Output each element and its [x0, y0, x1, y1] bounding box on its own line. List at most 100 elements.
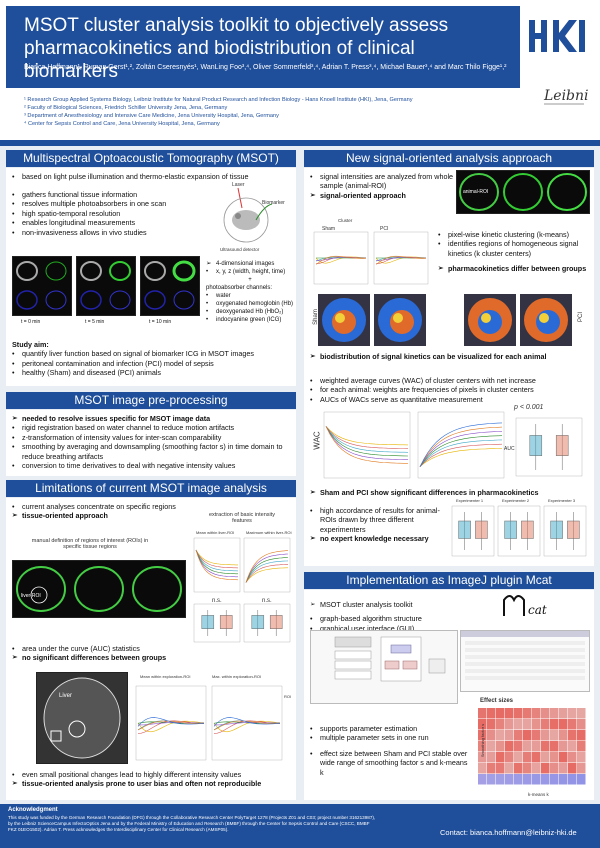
gui-graph-mockup — [310, 630, 458, 704]
affiliation-4: ⁴ Center for Sepsis Control and Care, Je… — [24, 121, 220, 127]
channels-xyz: x, y, z (width, height, time) — [206, 268, 294, 276]
wac-auc-box-0 — [529, 435, 543, 456]
cluster-pci-line-5 — [375, 255, 427, 265]
pre-bullet-5: conversion to time derivatives to deal w… — [12, 461, 292, 471]
heatmap-cell-3-10 — [568, 741, 577, 752]
heatmap-cell-1-1 — [487, 719, 496, 730]
wac-auc-frame — [515, 417, 583, 477]
heatmap-cell-0-0 — [478, 708, 487, 719]
heatmap-cell-5-11 — [577, 763, 586, 774]
limit-bullets-bottom: even small positional changes lead to hi… — [12, 770, 294, 789]
exp1-box-1 — [475, 520, 488, 539]
heatmap-cell-2-1 — [487, 730, 496, 741]
signal-bullets-exp: high accordance of results for animal-RO… — [310, 506, 450, 544]
study-aim-title: Study aim: — [12, 340, 49, 349]
limit-bullet-1: current analyses concentrate on specific… — [12, 502, 182, 512]
heatmap-cell-5-5 — [523, 763, 532, 774]
wac-signal-line-5 — [419, 426, 503, 467]
biomarker-label: Biomarker — [262, 200, 285, 206]
cluster-map-sham-2 — [374, 294, 426, 346]
wac-deriv-line-0 — [325, 426, 409, 446]
wac-signal-line-3 — [419, 435, 503, 467]
heatmap-cell-4-2 — [496, 752, 505, 763]
limit-bullet-5: even small positional changes lead to hi… — [12, 770, 294, 780]
liver-roi-label: liver-ROI — [21, 593, 41, 599]
max-exploration-label: Max. within exploration-ROI — [212, 674, 262, 679]
panel-limitations: current analyses concentrate on specific… — [6, 498, 296, 800]
contact-email[interactable]: Contact: bianca.hoffmann@leibniz-hki.de — [440, 828, 577, 837]
pre-bullet-1: needed to resolve issues specific for MS… — [12, 414, 292, 424]
map-pci-label: PCI — [578, 311, 585, 323]
heatmap-cell-4-3 — [505, 752, 514, 763]
cluster-map-pci-2 — [520, 294, 572, 346]
exp3-frame — [543, 505, 587, 557]
heatmap-cell-6-4 — [514, 774, 523, 785]
heatmap-cell-2-10 — [568, 730, 577, 741]
heatmap-cell-0-9 — [559, 708, 568, 719]
manual-roi-caption: manual definition of regions of interest… — [31, 538, 149, 550]
leibniz-logo: Leibniz — [540, 80, 597, 114]
exp2-box-1 — [521, 520, 534, 539]
hki-logo — [529, 20, 585, 52]
heatmap-cell-5-10 — [568, 763, 577, 774]
heatmap-cell-6-3 — [505, 774, 514, 785]
heatmap-cell-5-9 — [559, 763, 568, 774]
signal-bullet-7: weighted average curves (WAC) of cluster… — [310, 376, 590, 386]
heatmap-cell-3-4 — [514, 741, 523, 752]
wac-deriv-line-4 — [325, 426, 409, 460]
heatmap-cell-6-7 — [541, 774, 550, 785]
affiliation-2: ² Faculty of Biological Sciences, Friedr… — [24, 105, 228, 111]
affiliations: ¹ Research Group Applied Systems Biology… — [24, 96, 504, 128]
liver-exploration-image: Liver — [36, 672, 128, 764]
heatmap-cell-3-0 — [478, 741, 487, 752]
channel-hb: oxygenated hemoglobin (Hb) — [206, 300, 294, 308]
heatmap-cell-5-7 — [541, 763, 550, 774]
liver-max-frame — [243, 537, 291, 593]
heatmap-cell-3-1 — [487, 741, 496, 752]
heatmap-cell-4-5 — [523, 752, 532, 763]
aim-1: quantify liver function based on signal … — [12, 349, 292, 359]
msot-bullets: gathers functional tissue information re… — [12, 190, 202, 237]
study-aim: Study aim: quantify liver function based… — [12, 340, 292, 378]
limit-bullet-4: no significant differences between group… — [12, 653, 292, 663]
heatmap-cell-1-5 — [523, 719, 532, 730]
liver-mean-auc-box-0 — [201, 615, 215, 629]
impl-bullet-1: MSOT cluster analysis toolkit — [310, 600, 470, 610]
msot-image-t0: t = 0 min — [12, 256, 72, 325]
signal-bullet-12: no expert knowledge necessary — [310, 534, 450, 544]
heatmap-cell-3-3 — [505, 741, 514, 752]
liver-roi-auc-boxplots — [193, 603, 291, 643]
expl-max-line-6 — [213, 717, 281, 727]
impl-bullets-top: MSOT cluster analysis toolkit graph-base… — [310, 600, 470, 634]
heatmap-cell-6-9 — [559, 774, 568, 785]
heatmap-cell-6-5 — [523, 774, 532, 785]
cluster-map-pci-1 — [464, 294, 516, 346]
experimenter-boxplots — [451, 505, 587, 557]
heatmap-cell-4-1 — [487, 752, 496, 763]
footer: Acknowledgment This study was funded by … — [0, 804, 600, 848]
heatmap-cell-5-0 — [478, 763, 487, 774]
wac-deriv-line-2 — [325, 426, 409, 453]
signal-bullet-sig: Sham and PCI show significant difference… — [310, 488, 590, 498]
liver-max-auc-box-0 — [251, 615, 265, 629]
wac-auc-axis-label: AUC — [504, 446, 515, 452]
heatmap-cell-6-10 — [568, 774, 577, 785]
liver-mean-line-2 — [195, 549, 239, 572]
liver-max-line-4 — [245, 553, 289, 583]
signal-bullet-biodist: biodistribution of signal kinetics can b… — [310, 352, 590, 362]
heatmap-cell-3-8 — [550, 741, 559, 752]
caption-t5: t = 5 min — [85, 319, 105, 325]
expl-mean-line-0 — [137, 720, 205, 733]
signal-bullet-1: signal intensities are analyzed from who… — [310, 172, 460, 191]
animal-roi-images: animal-ROI — [456, 170, 590, 214]
heatmap-cell-2-9 — [559, 730, 568, 741]
heatmap-cell-6-0 — [478, 774, 487, 785]
heatmap-cell-6-6 — [532, 774, 541, 785]
heatmap-cell-3-11 — [577, 741, 586, 752]
msot-bullet-6: non-invasiveness allows in vivo studies — [12, 228, 202, 238]
heatmap-cell-4-4 — [514, 752, 523, 763]
liver-max-auc-frame — [243, 603, 291, 643]
aim-3: healthy (Sham) and diseased (PCI) animal… — [12, 368, 292, 378]
impl-bullet-4: supports parameter estimation — [310, 724, 470, 734]
title-bar: MSOT cluster analysis toolkit to objecti… — [6, 6, 520, 88]
